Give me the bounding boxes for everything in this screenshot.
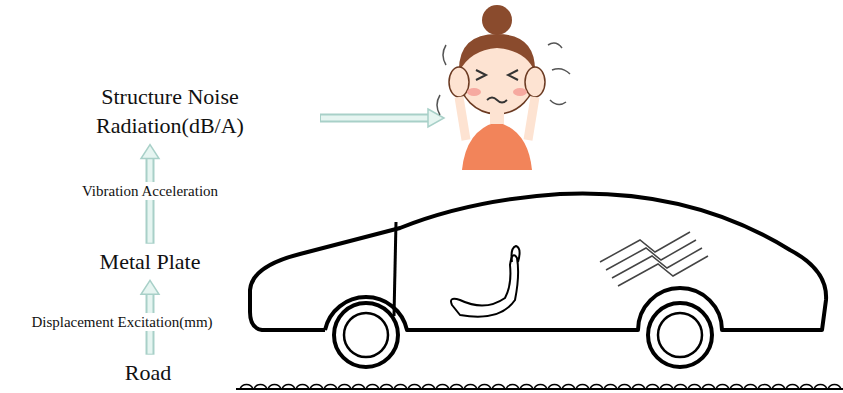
noise-arrow xyxy=(320,109,444,127)
car xyxy=(250,193,826,367)
stage-text: Metal Plate xyxy=(100,248,201,277)
stage-label: Road xyxy=(121,357,175,390)
stage-label: Metal Plate xyxy=(96,246,205,279)
arrow-label: Displacement Excitation(mm) xyxy=(29,313,214,331)
stage-text: Structure Noise Radiation(dB/A) xyxy=(70,83,270,140)
sound-waves xyxy=(600,232,708,286)
arrow-label: Vibration Acceleration xyxy=(80,182,220,200)
stage-text: Road xyxy=(125,359,171,388)
stage-label: Structure Noise Radiation(dB/A) xyxy=(66,81,274,142)
annoyed-girl xyxy=(437,5,570,170)
road-surface xyxy=(236,385,843,389)
